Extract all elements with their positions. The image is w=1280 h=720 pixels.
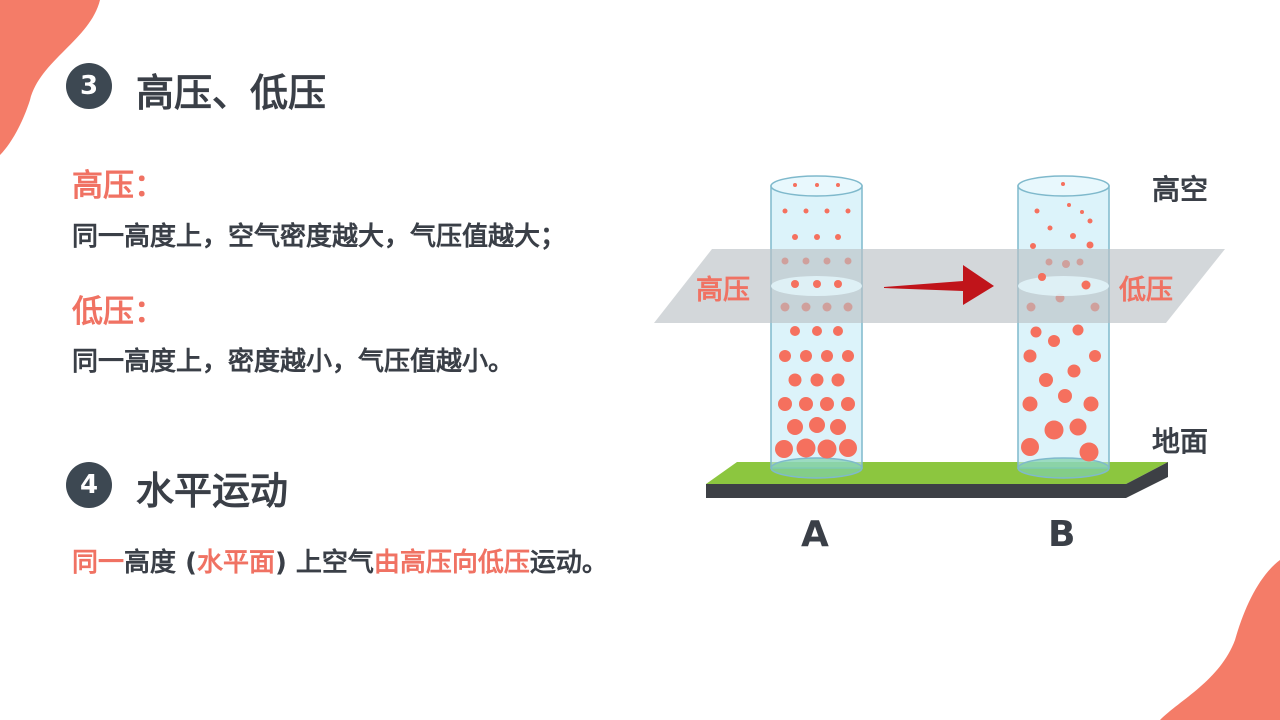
airflow-arrow [884,265,994,305]
plane-intersection-b [1018,276,1109,296]
low-pressure-description: 同一高度上，密度越小，气压值越小。 [72,347,515,377]
sky-label: 高空 [1152,173,1209,206]
column-a-label: A [801,514,829,555]
text-highlight: 同一 [72,548,125,578]
section-number-badge: 3 [66,63,112,109]
plane-particles [791,273,1091,290]
corner-decoration-top-left [0,0,100,155]
low-pressure-label: 低压： [72,294,165,330]
diagram-high-pressure-label: 高压 [696,275,750,306]
text-plain: 高度 ( [124,548,197,578]
ground-side [1126,462,1168,498]
section-title-horizontal-movement: 水平运动 [136,469,289,513]
high-pressure-description: 同一高度上，空气密度越大，气压值越大； [72,222,567,252]
column-b-label: B [1048,514,1076,555]
high-pressure-label: 高压： [72,168,165,204]
horizontal-movement-sentence: 同一高度 (水平面) 上空气由高压向低压运动。 [72,542,608,579]
text-plain: 运动。 [529,548,608,578]
diagram-low-pressure-label: 低压 [1119,275,1173,306]
corner-decoration-bottom-right [1160,560,1280,720]
air-column-b [1017,175,1110,479]
text-highlight: 由高压向低压 [373,548,530,578]
ground-edge [706,484,1126,498]
section-title-high-low-pressure: 高压、低压 [136,71,327,115]
ground-label: 地面 [1152,425,1209,458]
text-plain: ) 上空气 [274,548,374,578]
text-highlight: 水平面 [196,548,275,578]
section-number-badge: 4 [66,462,112,508]
